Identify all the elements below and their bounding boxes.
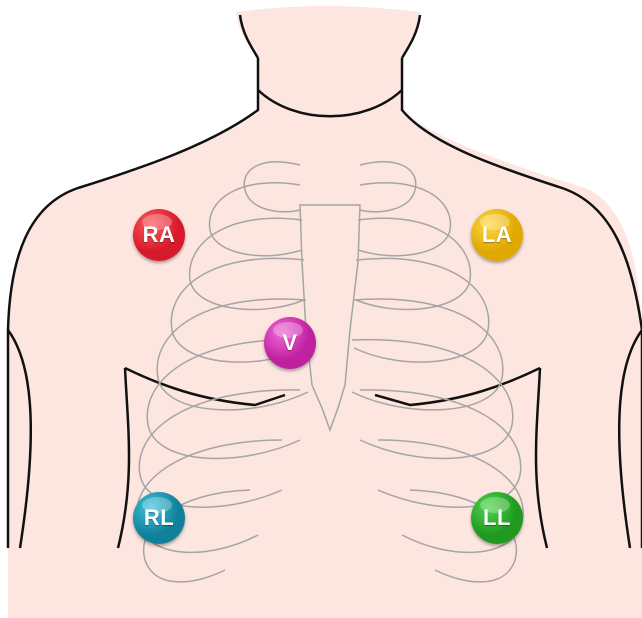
- electrode-la[interactable]: LA: [471, 209, 523, 261]
- electrode-ll[interactable]: LL: [471, 492, 523, 544]
- electrode-v[interactable]: V: [264, 317, 316, 369]
- electrode-v-label: V: [282, 330, 297, 356]
- electrode-ll-label: LL: [483, 505, 511, 531]
- electrode-la-label: LA: [482, 222, 512, 248]
- electrode-ra-label: RA: [143, 222, 176, 248]
- electrode-rl-label: RL: [144, 505, 174, 531]
- electrode-ra[interactable]: RA: [133, 209, 185, 261]
- electrode-rl[interactable]: RL: [133, 492, 185, 544]
- torso-silhouette: [8, 6, 642, 618]
